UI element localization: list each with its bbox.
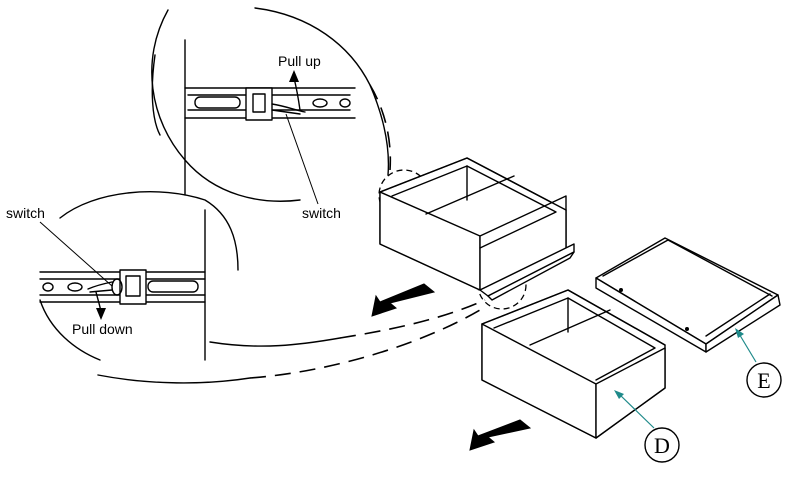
tray-e	[595, 237, 781, 353]
switch-leader-left	[39, 221, 113, 287]
callout-e-label: E	[757, 368, 770, 393]
pull-down-label: Pull down	[72, 321, 133, 337]
lower-detail-bubble: switch Pull down	[6, 191, 341, 384]
upper-drawer	[379, 157, 575, 301]
upper-latch	[245, 87, 306, 121]
callout-e-circle	[746, 362, 782, 398]
pull-direction-arrow-upper	[371, 283, 436, 317]
pull-up-label: Pull up	[278, 53, 321, 69]
upper-detail-bubble: Pull up switch	[151, 7, 390, 221]
callout-d: D	[614, 390, 680, 463]
drawer-d	[481, 289, 666, 439]
pull-up-arrowhead	[289, 70, 299, 82]
switch-label-top: switch	[302, 205, 341, 221]
switch-leader-top	[285, 113, 319, 205]
pull-down-arrowhead	[96, 308, 106, 320]
lower-latch	[87, 269, 147, 305]
pull-up-arrow	[293, 77, 301, 111]
callout-e: E	[735, 328, 782, 398]
pull-direction-arrow-lower	[469, 419, 532, 451]
switch-label-left: switch	[6, 205, 45, 221]
callout-d-circle	[644, 427, 680, 463]
callout-d-label: D	[654, 433, 670, 458]
